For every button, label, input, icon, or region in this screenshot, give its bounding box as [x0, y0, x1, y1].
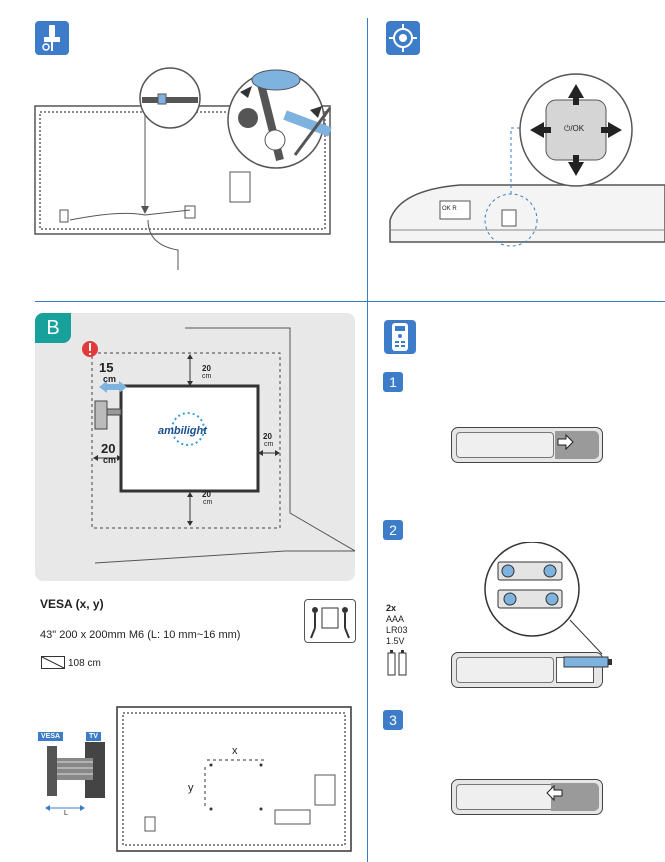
- tv-logo-text: ambilight: [158, 425, 207, 437]
- dim-right-value: 20: [263, 432, 272, 441]
- dim-top-value: 20: [202, 364, 211, 373]
- vesa-spec: 43" 200 x 200mm M6 (L: 10 mm~16 mm): [40, 629, 241, 641]
- battery-closeup: [484, 542, 603, 655]
- vesa-tag: VESA: [38, 732, 64, 741]
- wall-mount-diagram: [82, 327, 355, 564]
- joystick-side-labels: OK R: [442, 206, 457, 212]
- remote-icon: [384, 320, 416, 354]
- horizontal-divider: [35, 301, 665, 302]
- joystick-diagram: [389, 73, 665, 247]
- joystick-icon: [386, 21, 420, 55]
- tv-back-vesa-diagram: [116, 706, 352, 852]
- vesa-x-label: x: [232, 745, 238, 757]
- step-1-badge: 1: [383, 372, 403, 392]
- dim-bottom-unit: cm: [203, 499, 213, 506]
- remote-step-2: [451, 652, 612, 688]
- dim-bottom-value: 20: [202, 490, 211, 499]
- dim-right-unit: cm: [264, 441, 274, 448]
- screen-size-icon: [41, 656, 65, 669]
- step-2-badge: 2: [383, 520, 403, 540]
- battery-icon: [386, 649, 408, 682]
- dim-left-value: 20: [101, 441, 116, 456]
- length-label: L: [64, 810, 68, 817]
- vesa-bracket-diagram: [45, 742, 105, 811]
- vesa-y-label: y: [188, 782, 194, 794]
- tv-tag: TV: [86, 732, 101, 741]
- tv-back-cable-diagram: [34, 67, 332, 270]
- dim-top-unit: cm: [202, 373, 212, 380]
- ambilight-logo-icon: [171, 412, 205, 446]
- dim-left-top-unit: cm: [103, 374, 117, 384]
- joystick-center-label: ⏻/OK: [564, 124, 585, 133]
- remote-step-3: [451, 779, 603, 815]
- battery-type-aaa: AAA: [386, 614, 405, 624]
- remote-step-1: [451, 427, 603, 463]
- battery-qty: 2x: [386, 603, 397, 613]
- battery-type-lr03: LR03: [386, 625, 408, 635]
- dim-left-top-value: 15: [99, 360, 114, 375]
- vesa-title: VESA (x, y): [40, 597, 104, 611]
- battery-voltage: 1.5V: [386, 636, 405, 646]
- section-b-badge: B: [35, 313, 71, 343]
- step-3-badge: 3: [383, 710, 403, 730]
- two-person-lift-icon: [304, 599, 356, 643]
- dim-left-unit: cm: [103, 455, 117, 465]
- screen-size-label: 108 cm: [68, 658, 101, 669]
- vertical-divider: [367, 18, 368, 862]
- cable-tie-icon: [35, 21, 69, 55]
